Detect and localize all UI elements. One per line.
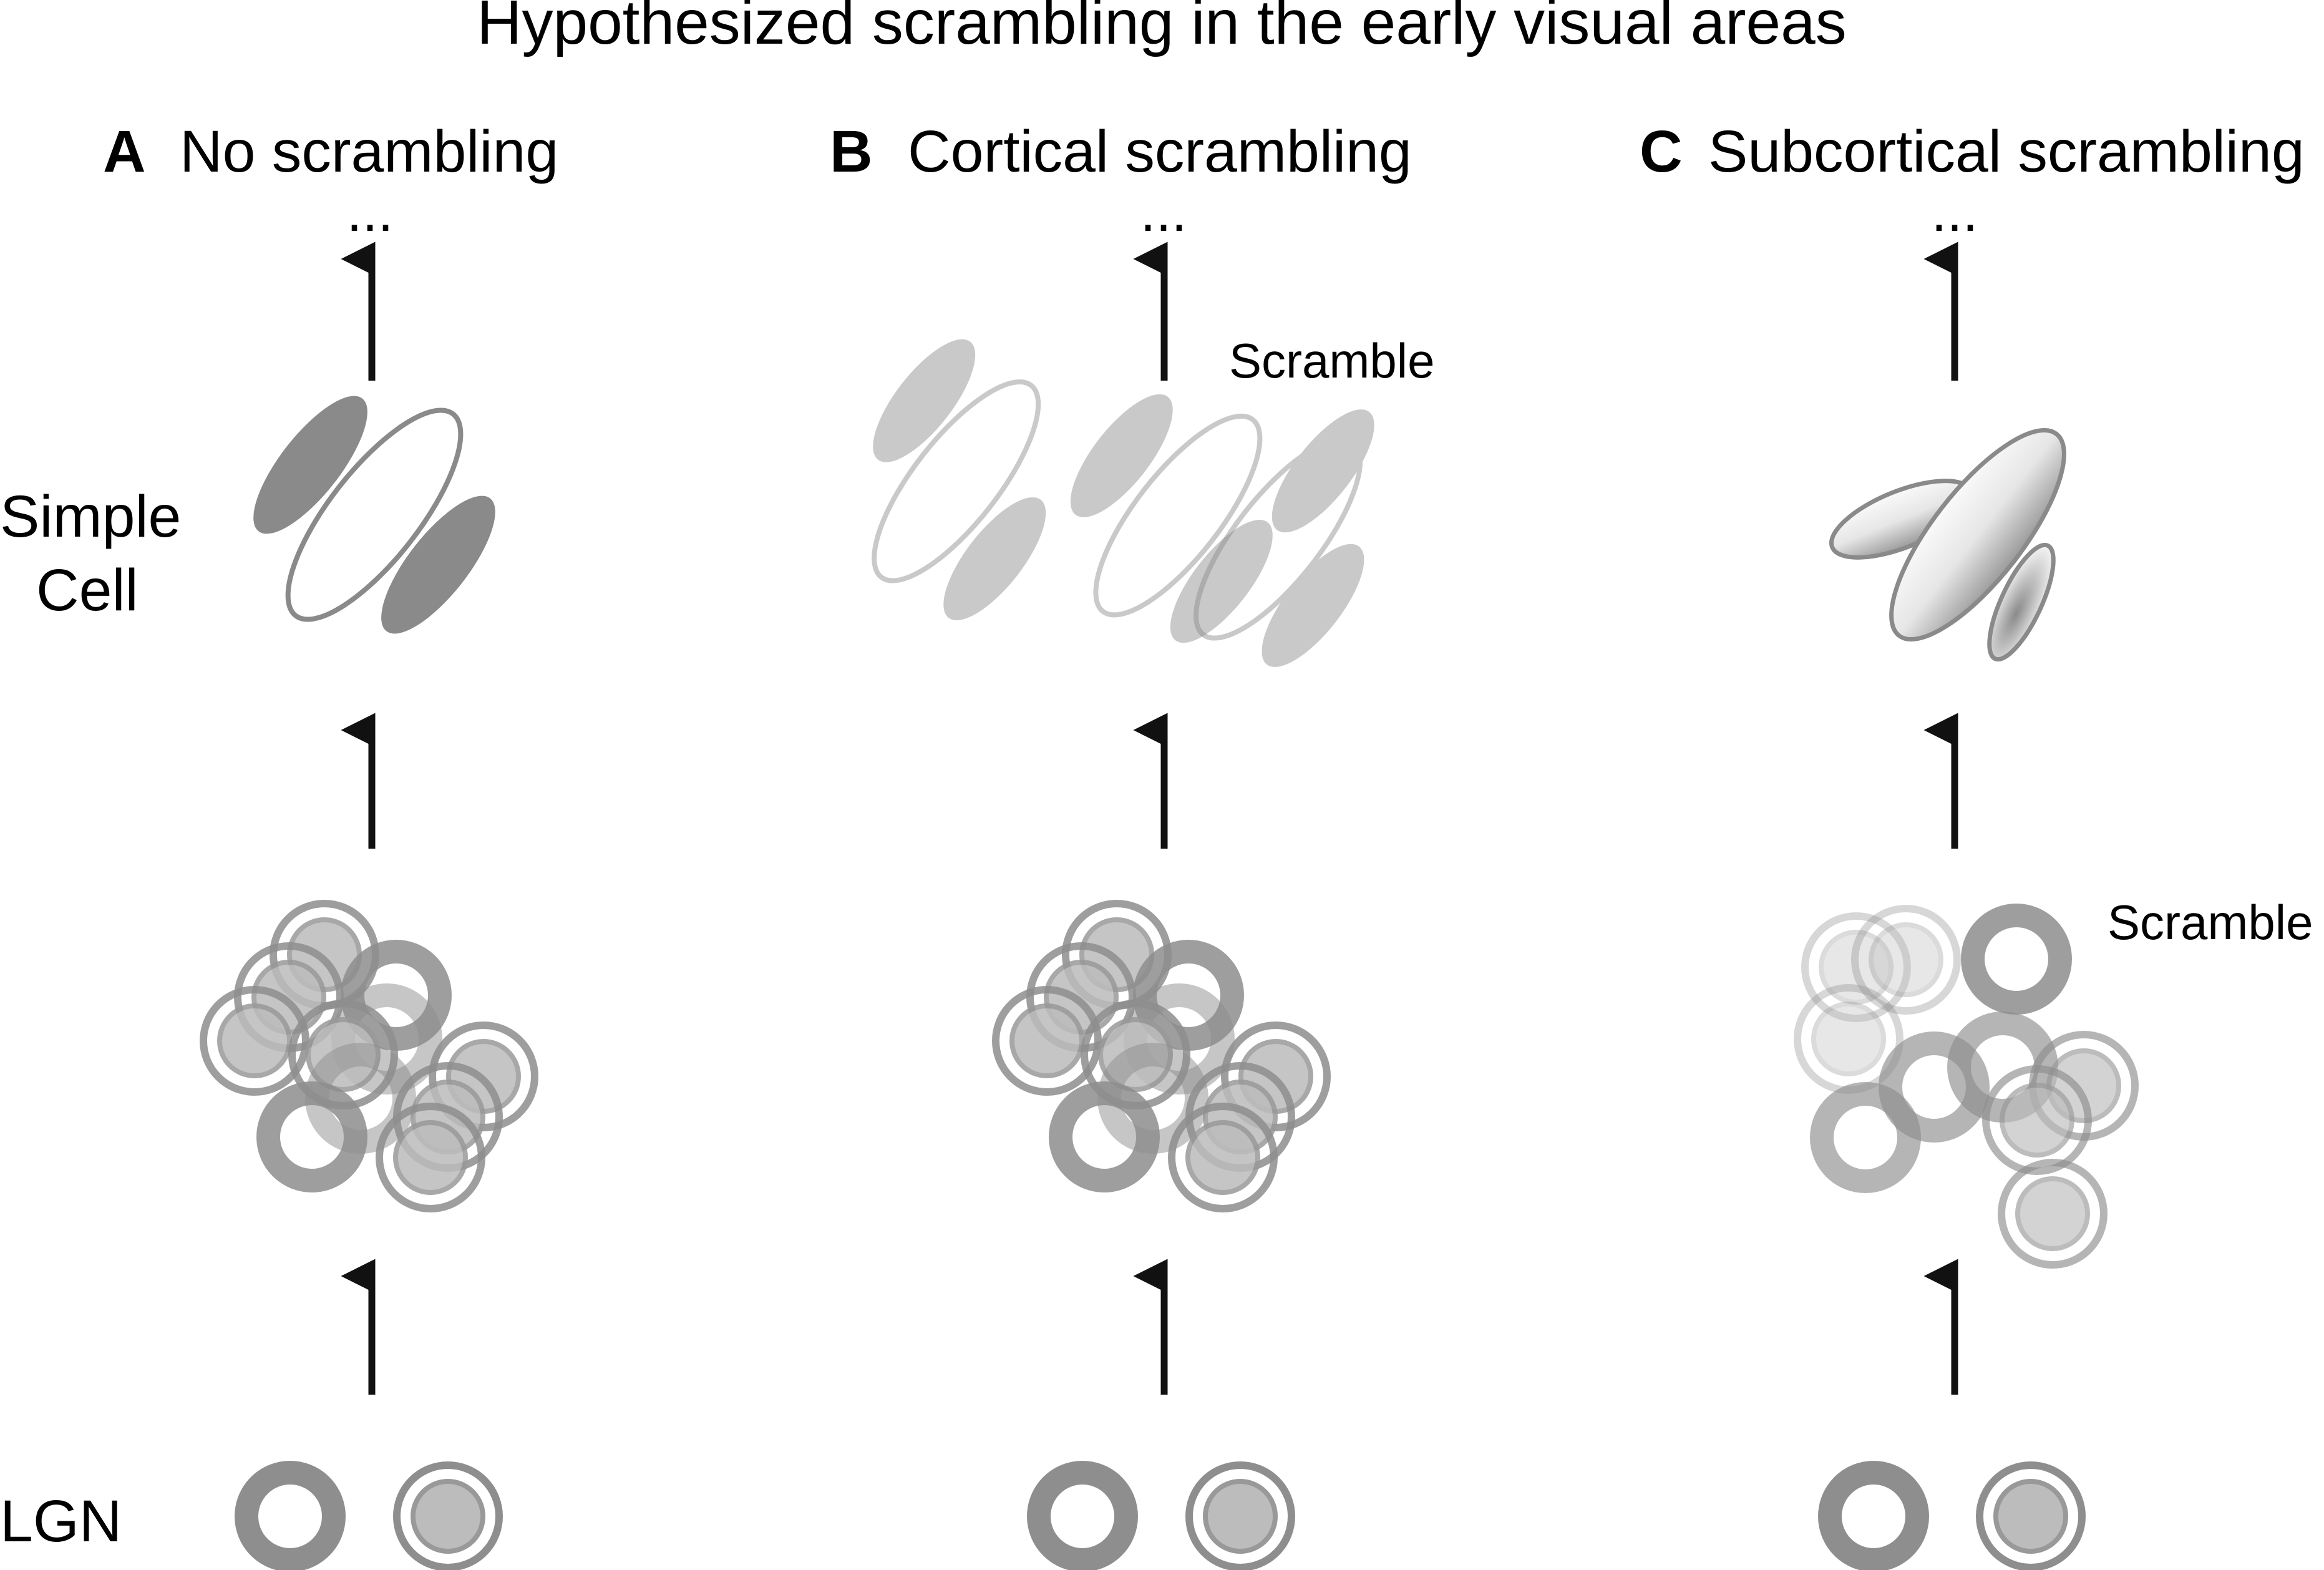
lgn-row-c bbox=[1830, 1465, 2082, 1568]
ellipsis-b: ... bbox=[1140, 181, 1187, 243]
arrows bbox=[341, 241, 1958, 1395]
figure-title: Hypothesized scrambling in the early vis… bbox=[477, 0, 1847, 57]
simple-cell-label-line1: Simple bbox=[0, 484, 181, 550]
panel-b-header: B Cortical scrambling bbox=[830, 119, 1412, 185]
lgn-row-b bbox=[1039, 1465, 1291, 1568]
scramble-label-cortical: Scramble bbox=[1229, 333, 1434, 388]
panel-c-header: C Subcortical scrambling bbox=[1640, 119, 2305, 185]
simple-cell-label-line2: Cell bbox=[36, 557, 139, 623]
panel-letter: B bbox=[830, 119, 873, 185]
lgn-label: LGN bbox=[0, 1488, 122, 1554]
panel-letter: A bbox=[103, 119, 146, 185]
panel-label: Subcortical scrambling bbox=[1708, 119, 2305, 185]
lgn-cluster-a bbox=[203, 904, 535, 1209]
panel-a-header: A No scrambling bbox=[103, 119, 558, 185]
panel-label: No scrambling bbox=[180, 119, 558, 185]
lgn-cluster-c bbox=[1797, 909, 2135, 1265]
panel-label: Cortical scrambling bbox=[908, 119, 1412, 185]
lgn-cluster-b bbox=[996, 904, 1327, 1209]
simple-cell-rf-b bbox=[872, 339, 1374, 667]
ellipsis-c: ... bbox=[1931, 181, 1978, 243]
lgn-row-a bbox=[246, 1465, 499, 1568]
simple-cell-rf-a bbox=[253, 396, 495, 634]
ellipsis-a: ... bbox=[346, 181, 393, 243]
simple-cell-rf-c bbox=[1829, 427, 2066, 662]
scramble-label-subcortical: Scramble bbox=[2108, 895, 2313, 950]
panel-letter: C bbox=[1640, 119, 1683, 185]
